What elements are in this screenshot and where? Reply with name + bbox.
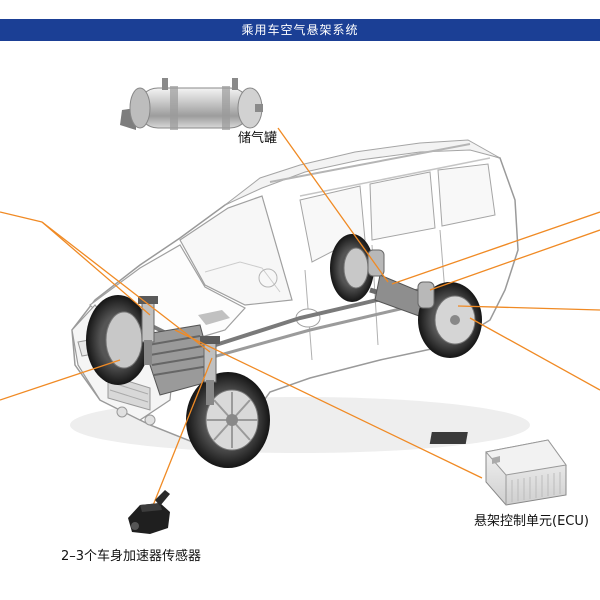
leader-line bbox=[41, 221, 211, 353]
leader-line bbox=[391, 211, 600, 285]
leader-lines bbox=[0, 127, 600, 509]
leader-line bbox=[0, 359, 121, 401]
acceleration-sensor-label: 2–3个车身加速器传感器 bbox=[61, 549, 202, 564]
air-tank-illustration bbox=[120, 78, 263, 130]
leader-line bbox=[41, 221, 151, 316]
leader-line bbox=[277, 127, 389, 283]
acceleration-sensor-illustration bbox=[128, 490, 170, 534]
suv-car-illustration bbox=[70, 139, 530, 468]
rear-air-spring bbox=[367, 249, 435, 309]
air-tank-label: 储气罐 bbox=[238, 131, 278, 146]
ecu-label: 悬架控制单元(ECU) bbox=[474, 514, 589, 529]
ecu-illustration bbox=[429, 432, 567, 506]
leader-line bbox=[151, 357, 213, 509]
leader-line bbox=[457, 305, 600, 311]
leader-line bbox=[174, 329, 483, 479]
leader-line bbox=[469, 317, 600, 391]
leader-line bbox=[429, 229, 600, 291]
page-title: 乘用车空气悬架系统 bbox=[0, 19, 600, 41]
leader-line bbox=[0, 211, 43, 223]
